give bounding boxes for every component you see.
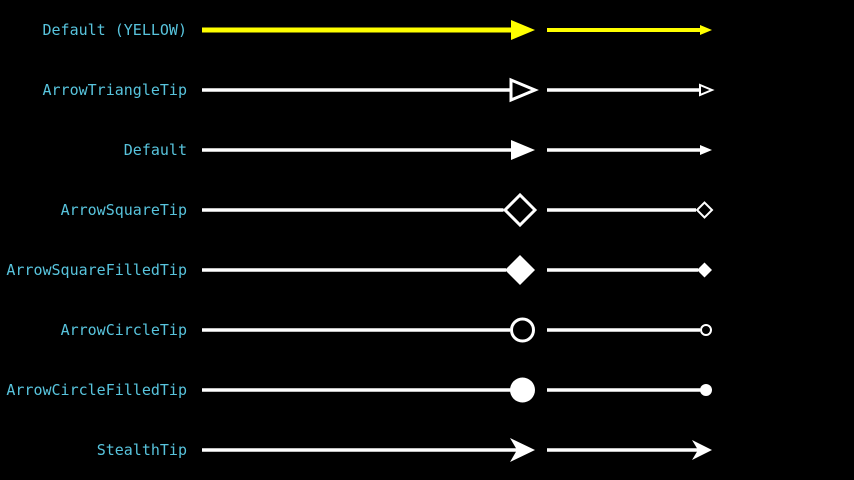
arrow-tip-label: Default [123,141,187,159]
arrow-graphic [202,317,712,343]
arrow-row-square-filled: ArrowSquareFilledTip [0,240,854,300]
arrow-tip-circle-filled-long [510,377,535,403]
arrow-row-circle-outline: ArrowCircleTip [0,300,854,360]
arrow-graphic [202,140,712,160]
arrow-tip-label: StealthTip [96,441,187,459]
arrow-graphic [202,192,714,228]
arrow-row-square-outline: ArrowSquareTip [0,180,854,240]
arrow-tip-triangle-filled-long [511,140,535,160]
arrow-row-triangle-outline: ArrowTriangleTip [0,60,854,120]
arrow-tip-label: ArrowTriangleTip [42,81,188,99]
arrow-tip-circle-filled-short [700,384,712,396]
arrow-tip-label: ArrowSquareTip [60,201,187,219]
arrow-tip-square-outline-long [502,192,538,228]
arrow-tip-label: ArrowCircleTip [60,321,187,339]
arrow-graphic [202,77,715,103]
arrow-tip-square-filled-short [697,262,712,278]
arrow-tip-label: ArrowCircleFilledTip [6,381,187,399]
arrow-graphic [202,255,712,285]
arrow-tip-square-outline-short [695,201,714,219]
arrow-tip-square-filled-long [505,255,535,285]
arrow-tip-triangle-filled-short [700,25,712,35]
arrow-tip-stealth-long [510,438,535,462]
arrow-tip-triangle-filled-long [511,20,535,40]
arrow-row-triangle-filled: Default (YELLOW) [0,0,854,60]
arrow-graphic [202,20,712,40]
arrow-graphic [202,377,712,403]
arrow-tip-label: Default (YELLOW) [42,21,188,39]
arrow-tip-stealth-short [692,440,712,460]
arrow-tip-triangle-filled-short [700,145,712,155]
arrow-tip-label: ArrowSquareFilledTip [6,261,187,279]
arrow-tip-circle-outline-long [510,317,535,343]
arrow-row-stealth: StealthTip [0,420,854,480]
arrow-row-circle-filled: ArrowCircleFilledTip [0,360,854,420]
arrow-tip-circle-outline-short [700,324,712,336]
arrow-tip-triangle-outline-short [699,83,715,97]
arrow-row-triangle-filled: Default [0,120,854,180]
arrow-tip-triangle-outline-long [509,77,539,103]
arrow-graphic [202,438,712,462]
